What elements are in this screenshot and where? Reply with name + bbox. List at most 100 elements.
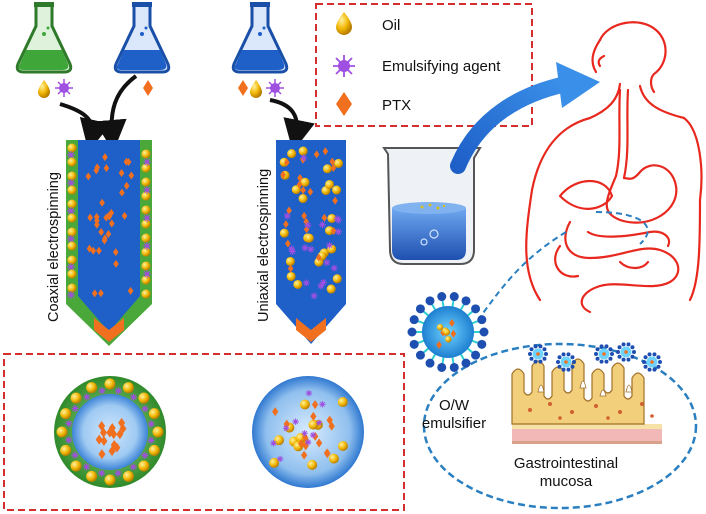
- uniaxial-fiber: [276, 140, 346, 344]
- oil-droplet-icon: [445, 336, 452, 343]
- ptx-diamond-icon: [127, 286, 134, 295]
- ptx-diamond-icon: [96, 246, 102, 255]
- ptx-diamond-icon: [98, 228, 104, 237]
- oil-droplet-icon: [152, 426, 164, 438]
- ptx-diamond-icon: [298, 439, 305, 449]
- ptx-diamond-icon: [102, 153, 108, 162]
- ptx-diamond-icon: [310, 411, 317, 421]
- ptx-diamond-icon: [103, 213, 110, 222]
- oil-droplet-icon: [287, 149, 297, 159]
- ptx-diamond-icon: [312, 431, 319, 441]
- emulsifier-label-line1: O/W: [439, 397, 470, 414]
- uniaxial-section-particles: [269, 389, 348, 470]
- oil-droplet-icon: [104, 378, 116, 390]
- ptx-diamond-icon: [103, 164, 110, 173]
- emulsifying-agent-icon: [114, 387, 122, 395]
- uniaxial-label: Uniaxial electrospinning: [256, 169, 272, 322]
- coaxial-cross-section: [54, 376, 166, 488]
- emulsifying-agent-icon: [114, 469, 122, 477]
- emulsifying-agent-icon: [266, 79, 284, 97]
- oil-droplet-icon: [67, 199, 77, 209]
- ow-emulsifier-micelle: [407, 292, 489, 372]
- coaxial-fiber: [66, 140, 152, 346]
- zoom-connector-left: [477, 231, 567, 321]
- ptx-diamond-icon: [143, 80, 153, 96]
- ptx-diamond-icon: [93, 166, 100, 175]
- oil-droplet-icon: [279, 228, 289, 238]
- ptx-diamond-icon: [330, 164, 337, 173]
- ptx-diamond-icon: [300, 186, 306, 195]
- ptx-diamond-icon: [110, 429, 118, 440]
- ptx-diamond-icon: [322, 147, 329, 156]
- oil-droplet-icon: [307, 459, 318, 470]
- oil-droplet-icon: [141, 261, 151, 271]
- oil-droplet-icon: [141, 191, 151, 201]
- emulsifying-agent-icon: [288, 248, 296, 256]
- uniaxial-flask-contents: [238, 79, 284, 98]
- emulsifying-agent-icon: [67, 291, 75, 299]
- oil-droplet-icon: [56, 426, 68, 438]
- ptx-diamond-icon: [98, 449, 106, 460]
- oil-droplet-icon: [322, 164, 332, 174]
- oil-droplet-icon: [70, 392, 82, 404]
- emulsifying-agent-icon: [71, 451, 79, 459]
- oil-droplet-icon: [141, 289, 151, 299]
- mucosa-illustration: [511, 358, 662, 444]
- ptx-diamond-icon: [116, 429, 124, 440]
- oil-droplet-icon: [141, 163, 151, 173]
- ptx-diamond-icon: [284, 158, 290, 167]
- emulsifying-agent-icon: [304, 221, 312, 229]
- emulsifying-agent-icon: [304, 439, 312, 446]
- emulsifying-agent-icon: [143, 270, 151, 278]
- ptx-diamond-icon: [118, 417, 126, 428]
- oil-droplet-icon: [141, 247, 151, 257]
- uniaxial-particles: [279, 146, 343, 300]
- ptx-diamond-icon: [311, 400, 319, 410]
- ptx-diamond-icon: [112, 248, 119, 257]
- ptx-diamond-icon: [118, 169, 125, 178]
- emulsifying-agent-icon: [143, 186, 151, 194]
- coaxial-label: Coaxial electrospinning: [46, 172, 62, 322]
- oil-droplet-icon: [332, 274, 342, 284]
- ingestion-arrow-icon: [450, 62, 600, 174]
- oil-droplet-icon: [285, 256, 295, 266]
- green-flask-icon: [15, 2, 73, 74]
- ptx-diamond-icon: [336, 92, 352, 116]
- emulsifying-agent-icon: [282, 425, 290, 432]
- oil-droplet-icon: [122, 382, 134, 394]
- oil-droplet-icon: [333, 158, 343, 168]
- emulsifying-agent-icon: [55, 79, 73, 97]
- oil-droplet-icon: [300, 177, 310, 187]
- uniaxial-tip-chevron: [296, 318, 326, 342]
- ptx-diamond-icon: [91, 289, 98, 298]
- micelle-icon: [556, 352, 576, 372]
- oil-droplet-icon: [286, 271, 296, 281]
- ptx-diamond-icon: [94, 216, 100, 225]
- oil-droplet-icon: [299, 399, 310, 410]
- oil-droplet-icon: [326, 284, 336, 294]
- flow-arrow-uniaxial: [269, 98, 315, 152]
- oil-droplet-icon: [67, 241, 77, 251]
- ptx-diamond-icon: [119, 188, 125, 197]
- oil-droplet-icon: [141, 149, 151, 159]
- ptx-diamond-icon: [85, 172, 92, 181]
- zoom-connector: [595, 211, 649, 245]
- oil-droplet-icon: [148, 408, 160, 420]
- emulsifying-agent-icon: [141, 405, 149, 413]
- ptx-diamond-icon: [113, 259, 119, 268]
- emulsifying-agent-icon: [98, 387, 106, 395]
- ptx-diamond-icon: [113, 442, 121, 453]
- emulsifying-agent-icon: [141, 451, 149, 459]
- emulsifying-agent-icon: [143, 158, 151, 166]
- emulsifying-agent-icon: [301, 244, 309, 252]
- mucosa-micelles: [528, 342, 662, 372]
- emulsifying-agent-icon: [83, 463, 91, 471]
- oil-droplet-icon: [67, 255, 77, 265]
- oil-droplet-icon: [141, 219, 151, 229]
- emulsifying-agent-icon: [283, 212, 291, 220]
- oil-droplet-icon: [250, 80, 262, 98]
- ptx-diamond-icon: [283, 220, 289, 229]
- emulsifying-agent-icon: [65, 420, 73, 428]
- oil-droplet-icon: [67, 171, 77, 181]
- emulsifying-agent-icon: [83, 393, 91, 401]
